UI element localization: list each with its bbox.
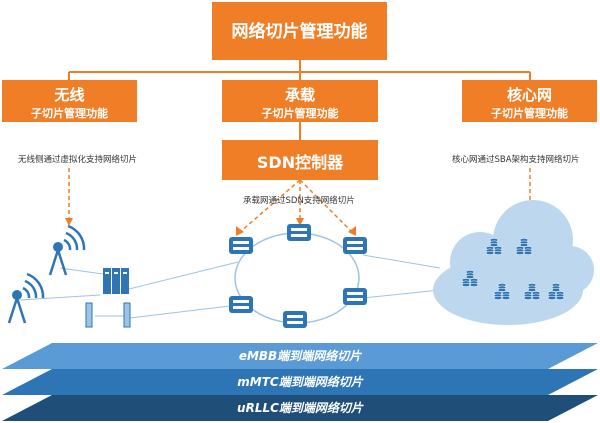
router-icon	[343, 288, 367, 305]
slice-layer-band	[2, 343, 598, 369]
router-icon	[287, 224, 311, 241]
router-icon	[283, 311, 307, 328]
antenna-icon	[7, 272, 45, 324]
core-subtitle: 子切片管理功能	[491, 107, 568, 120]
slice-layer-band	[2, 369, 598, 395]
server-rack-icon	[103, 268, 129, 294]
router-icon	[343, 237, 367, 254]
wireless-subslice-box: 无线 子切片管理功能	[2, 80, 137, 122]
cloud-icon	[433, 200, 594, 325]
database-icon	[523, 283, 541, 300]
database-icon	[461, 270, 479, 287]
database-icons	[461, 238, 565, 300]
sdn-controller-box: SDN控制器	[222, 140, 378, 180]
router-icon	[229, 296, 253, 313]
transport-title: 承载	[284, 86, 315, 104]
core-note: 核心网通过SBA架构支持网络切片	[452, 155, 580, 165]
core-title: 核心网	[506, 86, 552, 104]
transport-subslice-box: 承载 子切片管理功能	[222, 80, 378, 122]
wireless-subtitle: 子切片管理功能	[31, 107, 108, 120]
hierarchy-connectors	[68, 60, 531, 140]
sdn-title: SDN控制器	[256, 153, 344, 172]
database-icon	[485, 238, 503, 255]
slice-layer-label: mMTC端到端网络切片	[237, 375, 363, 389]
core-subslice-box: 核心网 子切片管理功能	[462, 80, 597, 122]
database-icon	[547, 283, 565, 300]
wireless-title: 无线	[54, 86, 85, 104]
network-slice-management-box: 网络切片管理功能	[212, 2, 387, 60]
transport-subtitle: 子切片管理功能	[261, 107, 339, 120]
antenna-icon	[48, 224, 86, 276]
database-icon	[515, 238, 533, 255]
dashed-arrows	[68, 168, 531, 233]
transport-note: 承载网通过SDN支持网络切片	[243, 196, 355, 206]
database-icon	[493, 283, 511, 300]
router-icon	[229, 237, 253, 254]
transport-ring	[234, 232, 360, 324]
slice-layer-band	[2, 395, 598, 421]
wireless-note: 无线侧通过虚拟化支持网络切片	[18, 155, 138, 165]
slice-layer-label: eMBB端到端网络切片	[239, 349, 362, 363]
slice-layers: eMBB端到端网络切片 mMTC端到端网络切片 uRLLC端到端网络切片	[2, 343, 598, 421]
access-unit-icon	[85, 302, 131, 328]
page-title: 网络切片管理功能	[231, 22, 368, 42]
slice-layer-label: uRLLC端到端网络切片	[237, 401, 364, 415]
